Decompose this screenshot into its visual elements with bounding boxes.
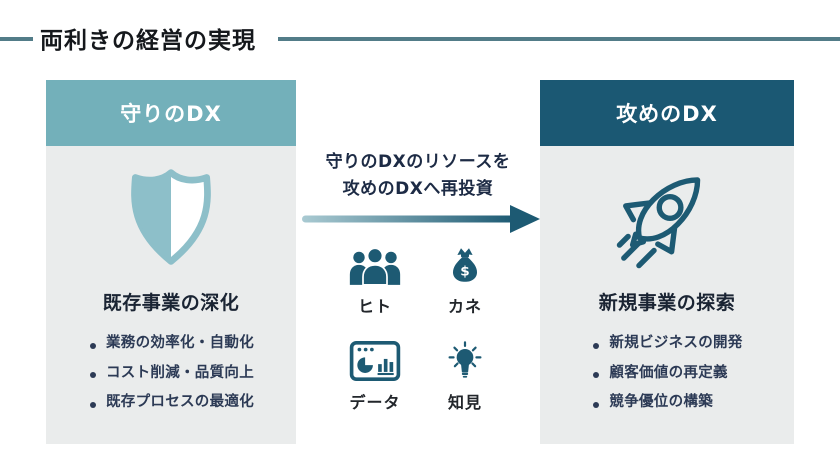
title-rule-right: [278, 37, 840, 41]
bullet-item: 競争優位の構築: [591, 388, 742, 418]
offensive-dx-title: 新規事業の探索: [598, 292, 736, 314]
resource-label: カネ: [447, 297, 482, 316]
resource-label: データ: [349, 393, 401, 412]
offensive-dx-card: 攻めのDX: [540, 80, 794, 444]
offensive-dx-bullet-list: 新規ビジネスの開発 顧客価値の再定義 競争優位の構築: [591, 329, 742, 418]
reinvest-caption: 守りのDXのリソースを 攻めのDXへ再投資: [296, 149, 540, 203]
svg-text:$: $: [460, 263, 469, 279]
defensive-dx-bullet-list: 業務の効率化・自動化 コスト削減・品質向上 既存プロセスの最適化: [88, 329, 254, 418]
lightbulb-icon: [442, 338, 488, 382]
reinvest-caption-line1: 守りのDXのリソースを: [325, 152, 511, 172]
money-bag-icon: $: [445, 242, 485, 286]
reinvest-arrow-icon: [302, 205, 540, 233]
people-icon: [346, 242, 404, 286]
bullet-item: 顧客価値の再定義: [591, 359, 742, 389]
reinvest-caption-line2: 攻めのDXへ再投資: [342, 179, 494, 200]
title-rule-left: [0, 37, 33, 41]
shield-icon: [121, 162, 221, 272]
defensive-dx-header: 守りのDX: [46, 80, 296, 146]
resource-label: 知見: [447, 393, 482, 412]
defensive-dx-body: 既存事業の深化 業務の効率化・自動化 コスト削減・品質向上 既存プロセスの最適化: [46, 146, 296, 444]
defensive-dx-card: 守りのDX 既存事業の深化 業務の効率化・自動化 コスト削減・品質向上 既存プロ…: [46, 80, 296, 444]
resource-money: $ カネ: [420, 242, 510, 317]
offensive-dx-body: 新規事業の探索 新規ビジネスの開発 顧客価値の再定義 競争優位の構築: [540, 146, 794, 444]
resource-knowledge: 知見: [420, 338, 510, 413]
bullet-item: 既存プロセスの最適化: [88, 388, 254, 418]
bullet-item: 業務の効率化・自動化: [88, 329, 254, 359]
rocket-icon: [613, 162, 721, 272]
offensive-dx-header: 攻めのDX: [540, 80, 794, 146]
resource-data: データ: [330, 338, 420, 413]
resource-people: ヒト: [330, 242, 420, 317]
data-dashboard-icon: [349, 338, 401, 382]
page-title: 両利きの経営の実現: [40, 28, 256, 54]
defensive-dx-title: 既存事業の深化: [102, 292, 240, 314]
resource-grid: ヒト $ カネ: [330, 242, 510, 413]
resource-label: ヒト: [357, 297, 392, 316]
bullet-item: 新規ビジネスの開発: [591, 329, 742, 359]
bullet-item: コスト削減・品質向上: [88, 359, 254, 389]
